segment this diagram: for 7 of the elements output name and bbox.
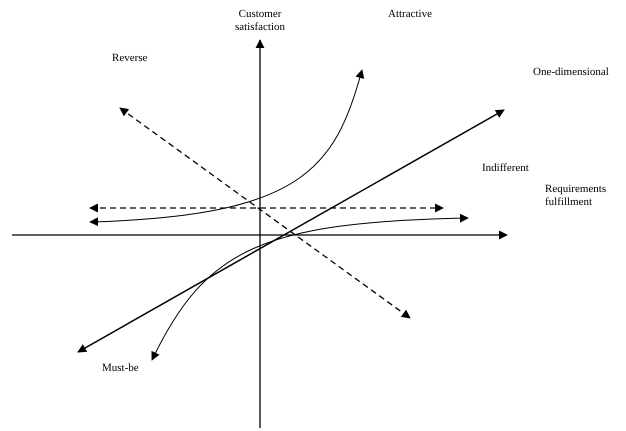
line-label: Reverse bbox=[112, 52, 148, 65]
line-label: One-dimensional bbox=[533, 66, 610, 79]
curve-label: Must-be bbox=[102, 362, 140, 375]
line-label: Indifferent bbox=[482, 162, 530, 175]
curve-label: Attractive bbox=[388, 8, 433, 21]
axis-title: Customer satisfaction bbox=[234, 8, 286, 34]
axis-title: Requirements fulfillment bbox=[545, 183, 608, 209]
